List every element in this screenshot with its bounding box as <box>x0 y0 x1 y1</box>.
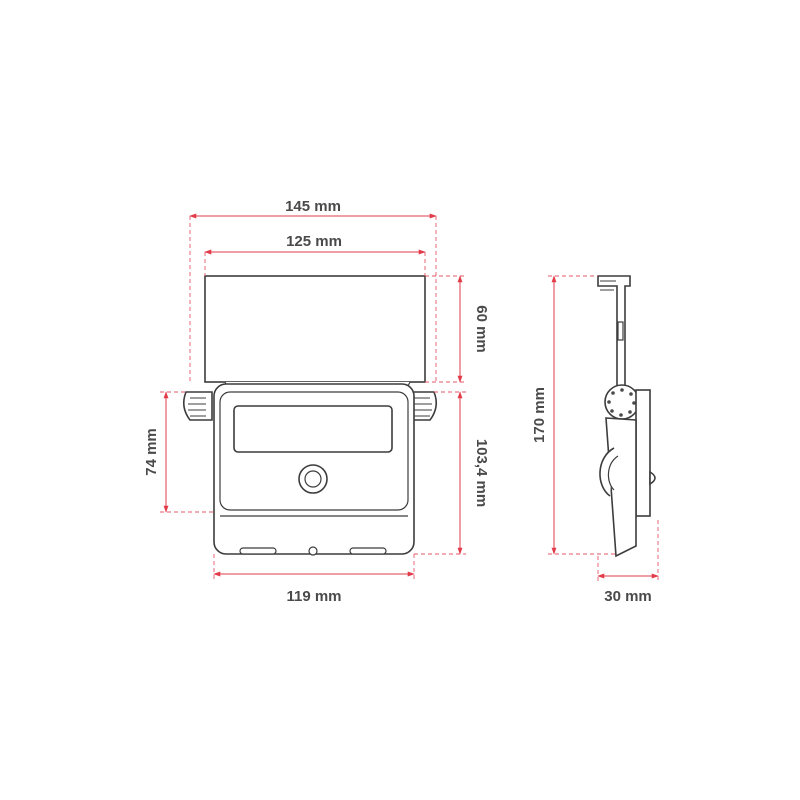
base-screw <box>308 546 318 556</box>
label-60: 60 mm <box>473 305 490 353</box>
light-housing <box>213 383 415 556</box>
label-145: 145 mm <box>285 198 341 215</box>
label-170: 170 mm <box>531 387 548 443</box>
side-view <box>597 275 656 558</box>
label-119: 119 mm <box>286 588 341 605</box>
solar-panel <box>204 275 426 393</box>
side-front-plate <box>635 389 651 517</box>
motion-sensor <box>298 464 328 494</box>
side-pivot-gear <box>604 384 640 420</box>
dimension-labels: 145 mm 125 mm 60 mm 103,4 mm 74 mm 119 m… <box>143 198 652 605</box>
label-74: 74 mm <box>143 428 160 476</box>
dimension-lines <box>163 213 659 579</box>
front-view <box>182 275 438 556</box>
left-hinge-knob <box>182 391 213 421</box>
label-30: 30 mm <box>604 588 652 605</box>
base-slot-right <box>349 547 387 555</box>
top-bracket <box>597 275 631 391</box>
side-mount-arc <box>599 447 656 497</box>
base-slot-left <box>239 547 277 555</box>
label-125: 125 mm <box>286 233 342 250</box>
label-103-4: 103,4 mm <box>473 439 490 507</box>
